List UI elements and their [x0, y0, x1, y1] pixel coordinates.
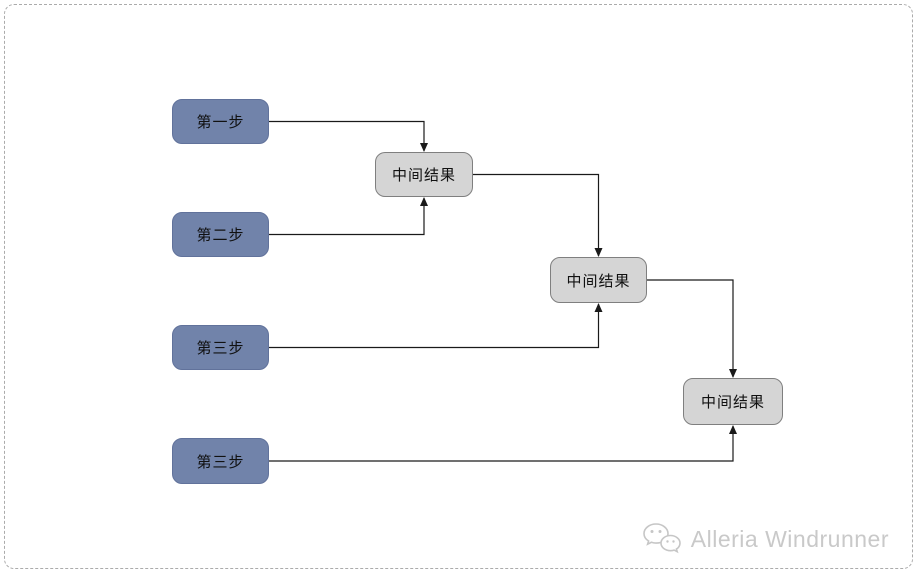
flow-arrow: [269, 120, 428, 152]
flow-arrow: [269, 303, 603, 349]
watermark: Alleria Windrunner: [642, 521, 889, 557]
flow-arrow: [473, 173, 603, 257]
watermark-text: Alleria Windrunner: [690, 525, 889, 552]
result-node: 中间结果: [375, 152, 473, 197]
result-node: 中间结果: [683, 378, 783, 425]
step-node: 第二步: [172, 212, 269, 257]
step-node: 第三步: [172, 325, 269, 370]
result-node: 中间结果: [550, 257, 647, 303]
flow-arrow: [269, 425, 737, 462]
wechat-icon: [642, 521, 682, 557]
flow-arrow: [647, 279, 737, 378]
flow-arrow: [269, 197, 428, 236]
step-node: 第一步: [172, 99, 269, 144]
step-node: 第三步: [172, 438, 269, 484]
